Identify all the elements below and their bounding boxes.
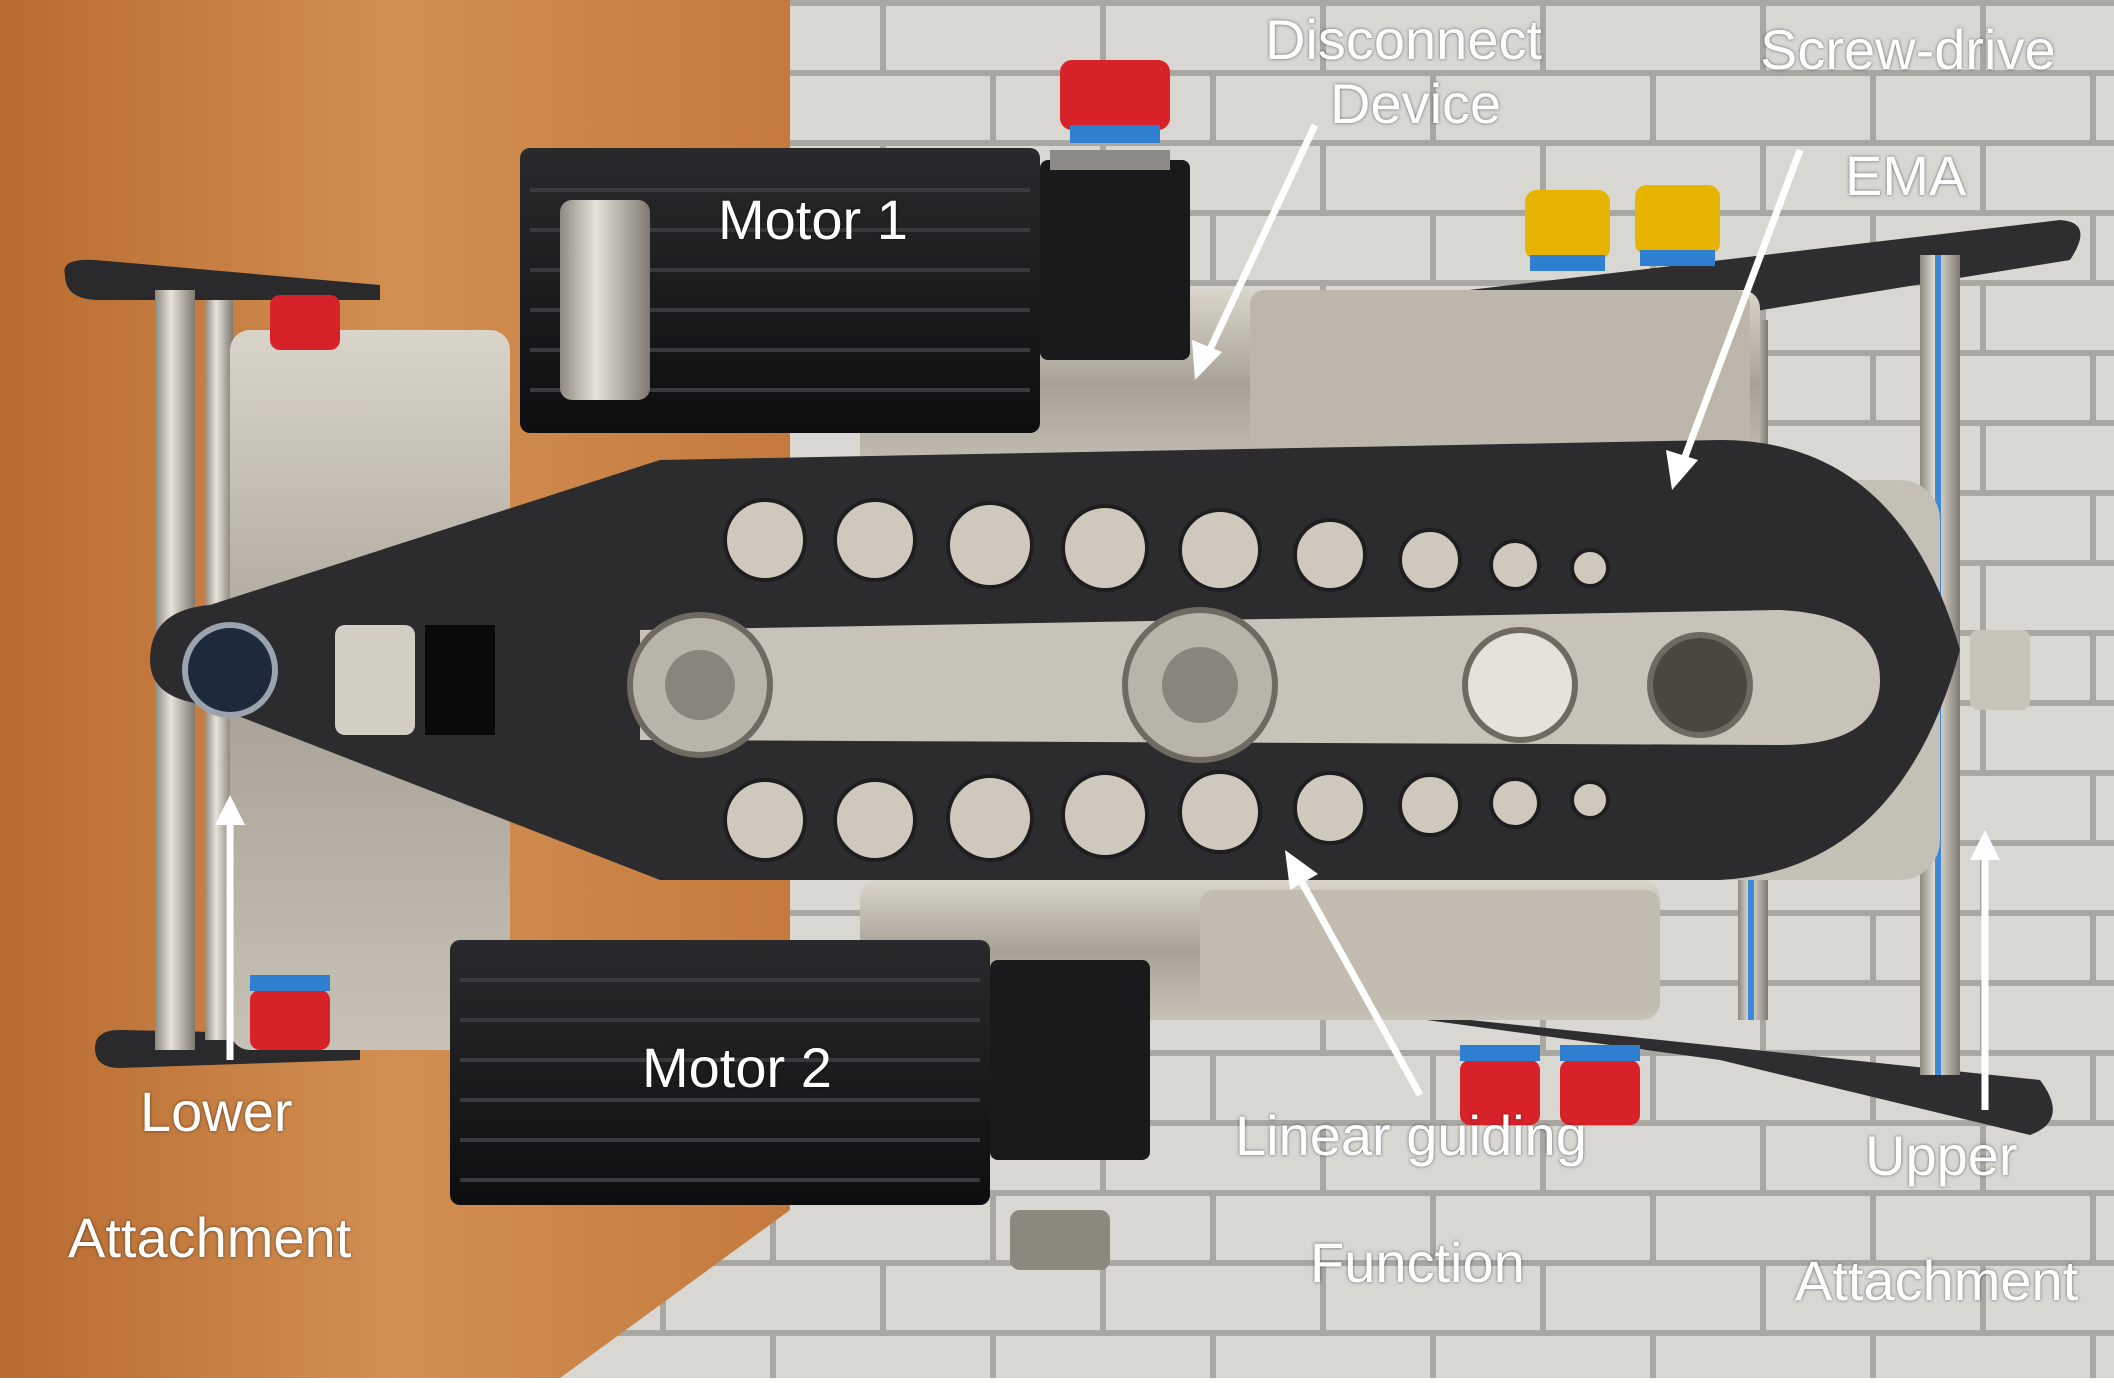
disconnect-device-label-line1: Disconnect [1265,8,1543,71]
motor-2-body [450,940,1150,1270]
red-caps [250,60,1640,1125]
linear-guiding-label: Linear guiding [1235,1104,1587,1167]
label-arrows [215,123,2000,1110]
lower-attachment-label: Attachment [68,1206,352,1269]
upper-label: Upper [1865,1124,2018,1187]
yellow-caps [1525,185,1720,271]
ema-label: EMA [1845,144,1967,207]
motor-1-label: Motor 1 [718,188,908,251]
upper-attachment-label: Attachment [1795,1249,2079,1312]
lower-label: Lower [140,1080,293,1143]
function-label: Function [1310,1231,1525,1294]
motor-2-label: Motor 2 [642,1036,832,1099]
disconnect-device-label-line2: Device [1330,72,1502,135]
linear-guide-pulleys [627,607,1753,763]
motor-1-body [520,148,1190,433]
screw-drive-label: Screw-drive [1760,18,2056,81]
